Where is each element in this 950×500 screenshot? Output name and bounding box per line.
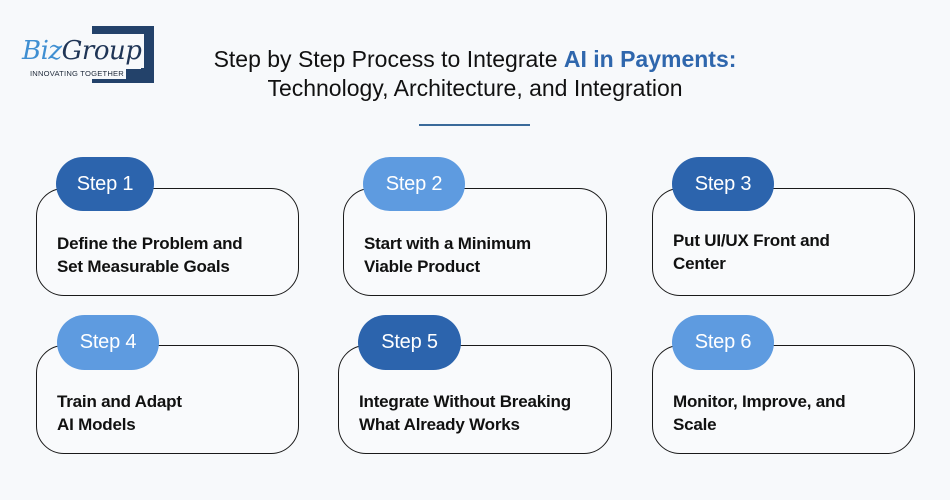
step-description-line: Start with a Minimum [364,234,531,253]
step-description-line: Viable Product [364,257,480,276]
step-description: Define the Problem and Set Measurable Go… [57,232,243,278]
step-description-line: Monitor, Improve, and [673,392,846,411]
step-badge-5: Step 5 [358,315,461,370]
step-description-line: Center [673,254,726,273]
step-badge-2: Step 2 [363,157,465,211]
logo-biz-text: Biz [22,36,62,66]
step-description-line: Train and Adapt [57,392,182,411]
step-badge-3: Step 3 [672,157,774,211]
step-description: Train and Adapt AI Models [57,390,182,436]
step-description-line: AI Models [57,415,136,434]
step-description-line: Put UI/UX Front and [673,231,830,250]
step-badge-1: Step 1 [56,157,154,211]
step-description: Monitor, Improve, and Scale [673,390,846,436]
title-highlight: AI in Payments: [563,46,737,72]
logo-wordmark: BizGroup [20,34,145,68]
step-description-line: Define the Problem and [57,234,243,253]
title-underline-divider [419,124,530,126]
step-card-3: Put UI/UX Front and Center [652,188,915,296]
step-description: Put UI/UX Front and Center [673,229,830,275]
title-prefix: Step by Step Process to Integrate [213,46,564,72]
bizgroup-logo: BizGroup INNOVATING TOGETHER [20,24,160,86]
logo-tagline: INNOVATING TOGETHER [28,68,126,79]
step-card-1: Define the Problem and Set Measurable Go… [36,188,299,296]
step-description: Start with a Minimum Viable Product [364,232,531,278]
step-description-line: Set Measurable Goals [57,257,230,276]
step-description-line: What Already Works [359,415,520,434]
title-line-1: Step by Step Process to Integrate AI in … [160,45,790,74]
page-title: Step by Step Process to Integrate AI in … [160,45,790,103]
logo-group-text: Group [61,36,142,66]
step-description-line: Scale [673,415,717,434]
step-badge-4: Step 4 [57,315,159,370]
step-badge-6: Step 6 [672,315,774,370]
step-description-line: Integrate Without Breaking [359,392,571,411]
title-line-2: Technology, Architecture, and Integratio… [267,75,683,101]
step-description: Integrate Without Breaking What Already … [359,390,571,436]
